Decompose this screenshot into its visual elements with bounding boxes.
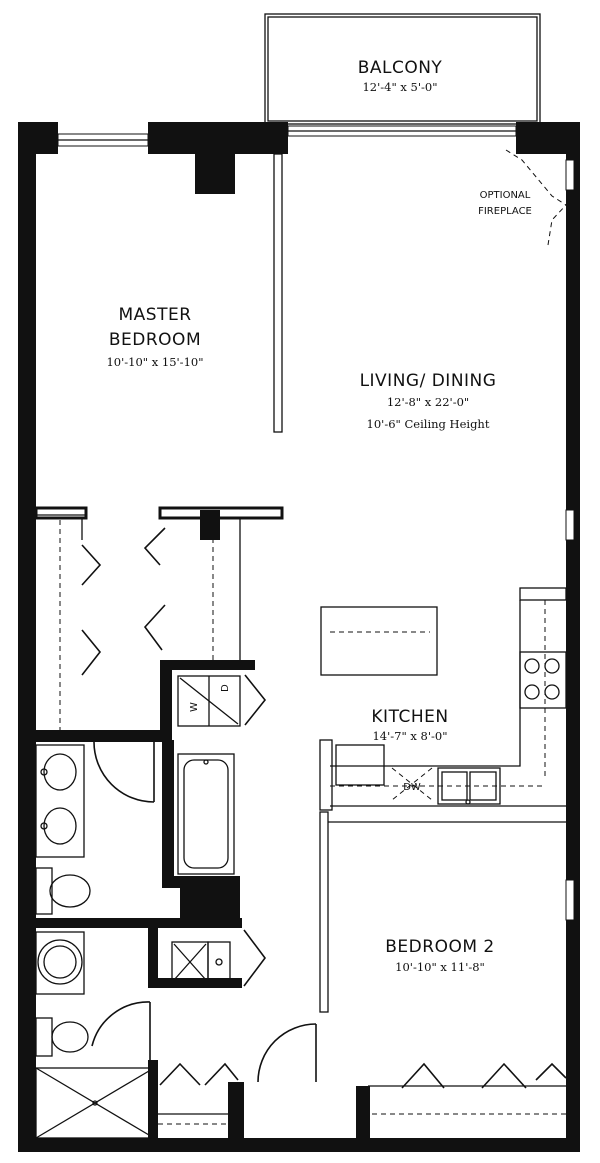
dishwasher-label: DW [403,782,421,793]
dryer-label: D [220,684,231,692]
hall-walls [36,888,266,988]
master-bedroom: MASTER BEDROOM 10'-10" x 15'-10" [106,305,203,369]
living-dining-name: LIVING/ DINING [360,371,497,391]
fireplace-label-line1: OPTIONAL [480,190,531,201]
laundry-closet: W D [160,660,267,740]
kitchen-dims: 14'-7" x 8'-0" [372,729,447,743]
master-living-partition [273,153,283,433]
bathroom-lower [35,931,158,1139]
balcony-name: BALCONY [358,58,443,78]
living-dining-dims: 12'-8" x 22'-0" [387,395,469,409]
exterior-walls [18,122,580,1152]
bathroom-upper [35,730,240,915]
closet-area [34,506,284,730]
washer-label: W [189,702,200,712]
master-bedroom-dims: 10'-10" x 15'-10" [106,355,203,369]
bedroom-2: BEDROOM 2 10'-10" x 11'-8" [319,811,567,1138]
kitchen: DW KITCHEN 14'-7" x 8'-0" [319,587,567,811]
balcony: BALCONY 12'-4" x 5'-0" [264,13,541,125]
kitchen-name: KITCHEN [371,707,448,727]
living-dining: LIVING/ DINING 12'-8" x 22'-0" 10'-6" Ce… [360,371,497,431]
bedroom2-name: BEDROOM 2 [385,937,494,957]
fireplace-label-line2: FIREPLACE [478,206,532,217]
master-bedroom-name-line2: BEDROOM [109,330,201,350]
entry-closet [158,1023,317,1138]
bedroom2-dims: 10'-10" x 11'-8" [395,960,485,974]
living-dining-ceiling-note: 10'-6" Ceiling Height [367,417,490,431]
balcony-dims: 12'-4" x 5'-0" [362,80,437,94]
master-bedroom-name-line1: MASTER [118,305,191,325]
optional-fireplace: OPTIONAL FIREPLACE [478,149,567,246]
